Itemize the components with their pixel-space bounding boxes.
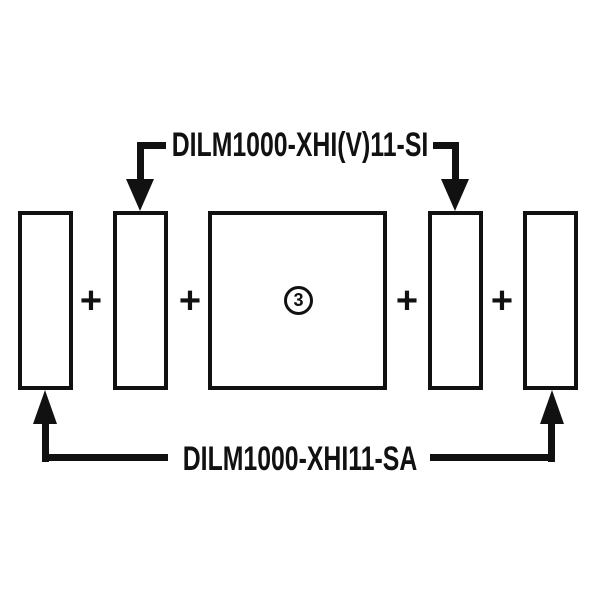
top-right-callout-line-horizontal	[433, 142, 459, 149]
arrow-down-icon	[441, 179, 469, 211]
top-left-callout-line-vertical	[137, 142, 144, 180]
plus-separator: +	[395, 280, 419, 322]
bottom-left-callout-line-horizontal	[42, 454, 168, 461]
bottom-right-callout-line-vertical	[548, 422, 555, 462]
arrow-up-icon	[33, 390, 57, 424]
module-rect-far-left	[18, 211, 73, 390]
plus-separator: +	[79, 280, 103, 322]
module-rect-left	[113, 211, 168, 390]
bottom-left-callout-line-vertical	[42, 422, 49, 462]
arrow-down-icon	[126, 179, 154, 211]
plus-separator: +	[178, 280, 202, 322]
module-rect-far-right	[523, 211, 578, 390]
top-callout-label: DILM1000-XHI(V)11-SI	[171, 126, 429, 164]
module-rect-right	[428, 211, 483, 390]
circled-3-badge: 3	[284, 286, 313, 315]
bottom-right-callout-line-horizontal	[430, 454, 555, 461]
plus-separator: +	[490, 280, 514, 322]
bottom-callout-label: DILM1000-XHI11-SA	[182, 440, 418, 478]
arrow-up-icon	[540, 390, 564, 424]
top-right-callout-line-vertical	[452, 142, 459, 180]
badge-number: 3	[293, 290, 304, 310]
top-left-callout-line-horizontal	[137, 142, 166, 149]
